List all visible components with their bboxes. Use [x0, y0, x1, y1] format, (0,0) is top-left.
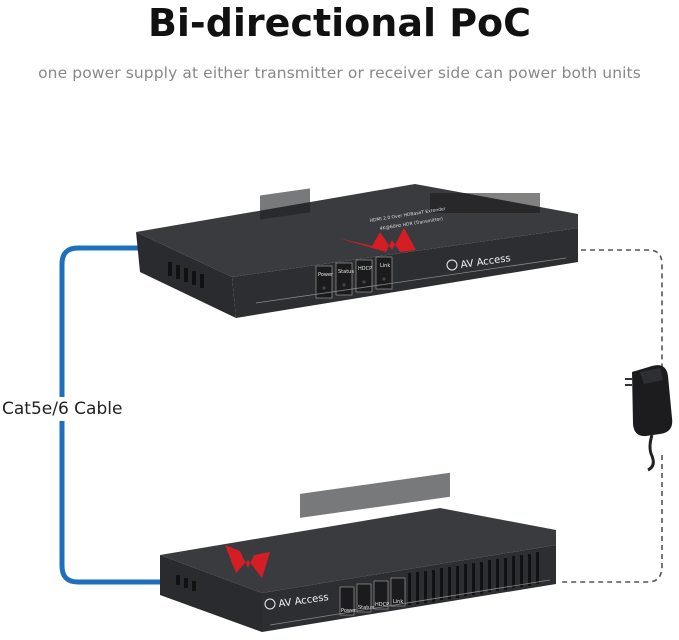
receiver-device: AV Access Power Status HDCP Link	[160, 472, 556, 632]
cable-label: Cat5e/6 Cable	[2, 397, 123, 421]
receiver-led-status: Status	[358, 605, 374, 611]
transmitter-device: HDMI 2.0 Over HDBaseT Extender 4K@60Hz H…	[136, 184, 578, 318]
receiver-vents	[408, 552, 539, 605]
receiver-logo-icon	[225, 545, 270, 578]
transmitter-led-link: Link	[380, 263, 390, 269]
receiver-led-hdcp: HDCP	[375, 602, 389, 608]
transmitter-led-panel: Power Status HDCP Link	[315, 256, 393, 299]
transmitter-brand-icon	[446, 259, 458, 271]
power-line-receiver	[560, 455, 663, 583]
transmitter-led-hdcp: HDCP	[358, 266, 372, 272]
power-line-transmitter	[572, 249, 663, 370]
page-title: Bi-directional PoC	[147, 1, 532, 45]
transmitter-led-status: Status	[338, 269, 354, 275]
power-adapter-icon	[625, 365, 673, 472]
receiver-led-power: Power	[341, 608, 357, 614]
transmitter-logo-icon	[338, 228, 416, 252]
page-subtitle: one power supply at either transmitter o…	[38, 64, 641, 82]
receiver-led-link: Link	[393, 599, 403, 605]
receiver-brand-icon	[264, 598, 276, 610]
receiver-led-panel: Power Status HDCP Link	[339, 577, 406, 616]
transmitter-led-power: Power	[318, 272, 334, 278]
